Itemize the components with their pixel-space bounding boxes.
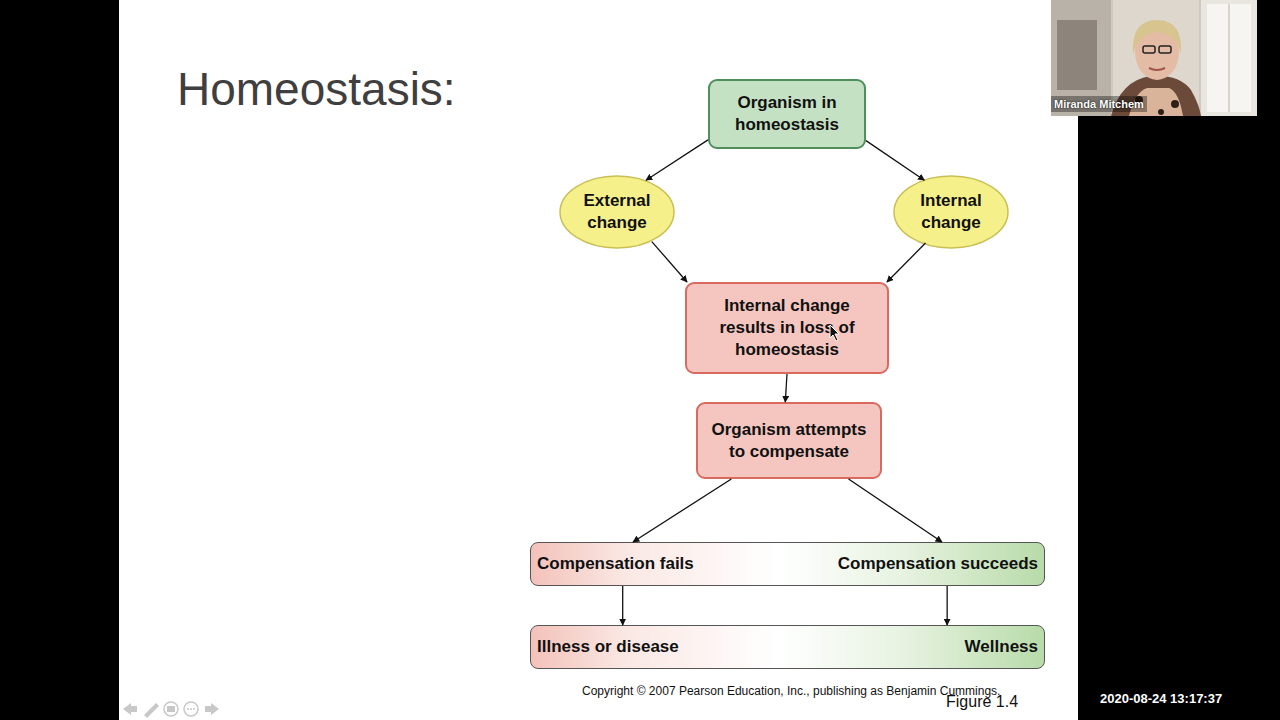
flow-arrow bbox=[622, 586, 623, 625]
node-text: Compensation succeeds bbox=[838, 553, 1038, 575]
change-ellipse: External change bbox=[559, 175, 675, 249]
node-text-group: Illness or disease Wellness bbox=[531, 636, 1044, 658]
node-text-group: Organism attempts to compensate bbox=[703, 419, 875, 463]
node-text-group: Compensation fails Compensation succeeds bbox=[531, 553, 1044, 575]
mouse-pointer bbox=[829, 324, 841, 342]
result-band: Illness or disease Wellness bbox=[530, 625, 1045, 669]
flow-arrow bbox=[633, 479, 731, 542]
node-text-group: Internal change bbox=[903, 190, 999, 234]
ellipse-outline bbox=[559, 175, 675, 249]
slide-title: Homeostasis: bbox=[177, 62, 456, 116]
node-text-group: External change bbox=[569, 190, 665, 234]
copyright-note: Copyright © 2007 Pearson Education, Inc.… bbox=[582, 684, 1000, 698]
node-text-group: Internal change results in loss of homeo… bbox=[696, 295, 878, 361]
node-text: Internal change bbox=[903, 190, 999, 234]
state-box: Organism in homeostasis bbox=[708, 79, 866, 149]
node-text: Compensation fails bbox=[537, 553, 694, 575]
flow-arrow bbox=[866, 141, 924, 181]
flow-arrow bbox=[947, 586, 948, 625]
outcome-band: Compensation fails Compensation succeeds bbox=[530, 542, 1045, 586]
flow-arrow bbox=[785, 374, 787, 402]
flow-arrow bbox=[652, 242, 687, 282]
flow-arrow bbox=[646, 140, 708, 180]
flow-arrow bbox=[849, 479, 942, 542]
node-text: Wellness bbox=[965, 636, 1038, 658]
timestamp: 2020-08-24 13:17:37 bbox=[1100, 691, 1222, 706]
node-text: External change bbox=[569, 190, 665, 234]
ellipse-outline bbox=[893, 175, 1009, 249]
node-text: Organism attempts to compensate bbox=[703, 419, 875, 463]
node-text: Organism in homeostasis bbox=[717, 92, 857, 136]
figure-number: Figure 1.4 bbox=[946, 693, 1018, 711]
node-text: Illness or disease bbox=[537, 636, 679, 658]
node-text-group: Organism in homeostasis bbox=[717, 92, 857, 136]
process-box: Organism attempts to compensate bbox=[696, 402, 882, 479]
slide-nav-icons bbox=[120, 700, 224, 718]
process-box: Internal change results in loss of homeo… bbox=[685, 282, 889, 374]
change-ellipse: Internal change bbox=[893, 175, 1009, 249]
node-text: Internal change results in loss of homeo… bbox=[696, 295, 878, 361]
participant-name: Miranda Mitchem bbox=[1054, 98, 1144, 110]
flow-arrow bbox=[887, 243, 926, 282]
